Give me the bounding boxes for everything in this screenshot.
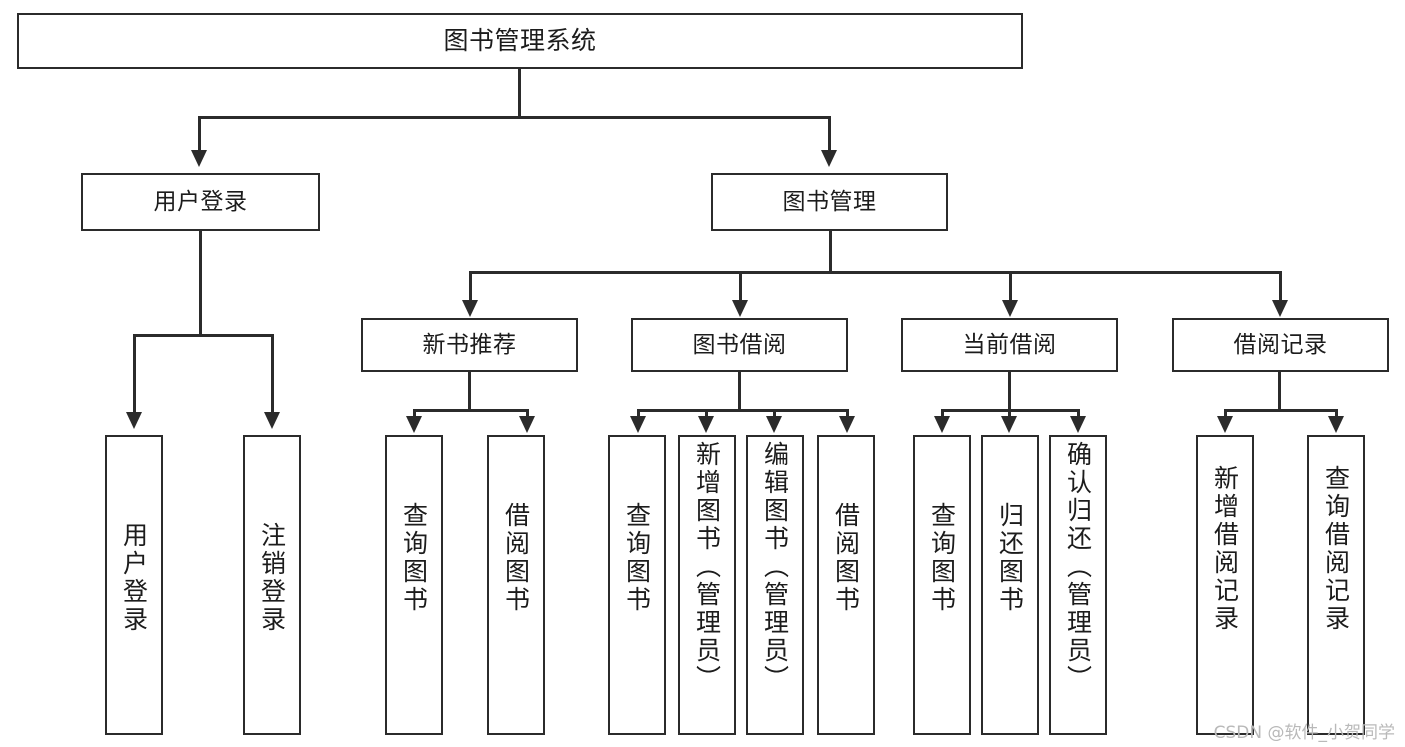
leaf-add-borrow-record[interactable]: 新增借阅记录 (1196, 435, 1254, 735)
leaf-query-book-current[interactable]: 查询图书 (913, 435, 971, 735)
node-book-borrow[interactable]: 图书借阅 (631, 318, 848, 372)
edge-to-current-borrow (1009, 271, 1012, 304)
edge-to-leaf-confirm-return (1077, 409, 1080, 420)
arrow-icon (934, 416, 950, 433)
leaf-user-login[interactable]: 用户登录 (105, 435, 163, 735)
edge-to-new-book-recommend (469, 271, 472, 304)
leaf-return-book[interactable]: 归还图书 (981, 435, 1039, 735)
edge-to-leaf-edit-book (773, 409, 776, 420)
node-new-book-recommend[interactable]: 新书推荐 (361, 318, 578, 372)
node-label: 用户登录 (119, 522, 149, 634)
arrow-icon (1070, 416, 1086, 433)
node-book-management[interactable]: 图书管理 (711, 173, 948, 231)
leaf-confirm-return[interactable]: 确认归还（管理员） (1049, 435, 1107, 735)
node-label: 借阅图书 (501, 502, 531, 614)
edge-to-user-login (198, 116, 201, 154)
edge-to-book-management (828, 116, 831, 154)
node-current-borrow[interactable]: 当前借阅 (901, 318, 1118, 372)
node-label: 确认归还（管理员） (1063, 441, 1093, 693)
edge-user-login-stem (199, 231, 202, 336)
edge-to-leaf-add-record (1224, 409, 1227, 420)
leaf-borrow-book-recommend[interactable]: 借阅图书 (487, 435, 545, 735)
edge-to-leaf-logout (271, 334, 274, 416)
arrow-icon (126, 412, 142, 429)
edge-level3-bar (469, 271, 1281, 274)
edge-to-leaf-query-book-3 (941, 409, 944, 420)
leaf-logout[interactable]: 注销登录 (243, 435, 301, 735)
leaf-edit-book[interactable]: 编辑图书（管理员） (746, 435, 804, 735)
edge-to-leaf-borrow-book-2 (846, 409, 849, 420)
edge-to-leaf-add-book (705, 409, 708, 420)
arrow-icon (732, 300, 748, 317)
arrow-icon (264, 412, 280, 429)
arrow-icon (1328, 416, 1344, 433)
edge-to-leaf-borrow-book-1 (526, 409, 529, 420)
node-label: 当前借阅 (962, 331, 1057, 358)
node-label: 图书借阅 (692, 331, 787, 358)
edge-to-leaf-user-login (133, 334, 136, 416)
edge-book-management-stem (829, 231, 832, 274)
arrow-icon (698, 416, 714, 433)
node-label: 查询图书 (622, 502, 652, 614)
arrow-icon (191, 150, 207, 167)
node-label: 查询借阅记录 (1321, 465, 1351, 633)
edge-to-borrow-record (1279, 271, 1282, 304)
node-label: 注销登录 (257, 522, 287, 634)
leaf-query-borrow-record[interactable]: 查询借阅记录 (1307, 435, 1365, 735)
edge-to-leaf-query-record (1335, 409, 1338, 420)
leaf-add-book[interactable]: 新增图书（管理员） (678, 435, 736, 735)
node-label: 编辑图书（管理员） (760, 441, 790, 693)
edge-to-book-borrow (739, 271, 742, 304)
node-borrow-record[interactable]: 借阅记录 (1172, 318, 1389, 372)
edge-book-borrow-stem (738, 372, 741, 412)
node-label: 借阅记录 (1233, 331, 1328, 358)
edge-root-stem (518, 69, 521, 116)
node-label: 图书管理系统 (443, 25, 597, 55)
edge-book-borrow-bar (637, 409, 849, 412)
node-book-management-system[interactable]: 图书管理系统 (17, 13, 1023, 69)
node-label: 归还图书 (995, 502, 1025, 614)
arrow-icon (462, 300, 478, 317)
arrow-icon (406, 416, 422, 433)
arrow-icon (821, 150, 837, 167)
arrow-icon (1217, 416, 1233, 433)
edge-current-borrow-stem (1008, 372, 1011, 412)
edge-to-leaf-query-book-2 (637, 409, 640, 420)
arrow-icon (1272, 300, 1288, 317)
node-label: 图书管理 (782, 188, 877, 215)
edge-to-leaf-return-book (1008, 409, 1011, 420)
edge-to-leaf-query-book-1 (413, 409, 416, 420)
leaf-query-book-recommend[interactable]: 查询图书 (385, 435, 443, 735)
node-label: 借阅图书 (831, 502, 861, 614)
arrow-icon (766, 416, 782, 433)
node-label: 新书推荐 (422, 331, 517, 358)
arrow-icon (630, 416, 646, 433)
arrow-icon (839, 416, 855, 433)
node-user-login[interactable]: 用户登录 (81, 173, 320, 231)
edge-new-book-recommend-bar (413, 409, 529, 412)
node-label: 查询图书 (399, 502, 429, 614)
leaf-borrow-book[interactable]: 借阅图书 (817, 435, 875, 735)
edge-new-book-recommend-stem (468, 372, 471, 412)
edge-level2-bar (198, 116, 831, 119)
edge-user-login-bar (133, 334, 274, 337)
node-label: 新增图书（管理员） (692, 441, 722, 693)
arrow-icon (1001, 416, 1017, 433)
node-label: 用户登录 (153, 188, 248, 215)
node-label: 查询图书 (927, 502, 957, 614)
arrow-icon (519, 416, 535, 433)
arrow-icon (1002, 300, 1018, 317)
edge-borrow-record-bar (1224, 409, 1338, 412)
edge-borrow-record-stem (1278, 372, 1281, 412)
leaf-query-book-borrow[interactable]: 查询图书 (608, 435, 666, 735)
node-label: 新增借阅记录 (1210, 465, 1240, 633)
